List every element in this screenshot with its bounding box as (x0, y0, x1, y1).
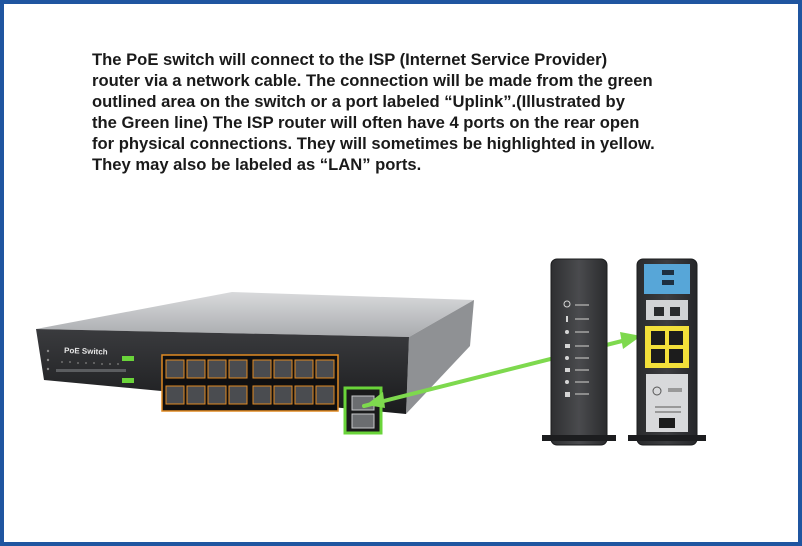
caption-line: The PoE switch will connect to the ISP (… (92, 50, 608, 69)
switch-top-surface (36, 292, 474, 337)
ethernet-port (186, 359, 206, 379)
ethernet-port (228, 359, 248, 379)
ethernet-port (252, 385, 272, 405)
caption-line: for physical connections. They will some… (92, 134, 655, 153)
router-front-indicator-dashes (575, 304, 589, 395)
ethernet-port (207, 359, 227, 379)
isp-router-front (542, 258, 616, 446)
internet-icon (565, 330, 569, 334)
battery-icon (565, 392, 570, 397)
phone-port (670, 307, 680, 316)
link-indicator (122, 378, 134, 383)
ethernet-port (252, 359, 272, 379)
uplink-port (351, 413, 375, 429)
power-icon (563, 300, 571, 308)
ethernet-port (294, 359, 314, 379)
ethernet-port (207, 385, 227, 405)
caption-line: the Green line) The ISP router will ofte… (92, 113, 640, 132)
poe-switch: PoE Switch (36, 292, 474, 435)
reset-label-mark (668, 388, 682, 392)
arrowhead-right (620, 332, 641, 349)
wps-icon (565, 380, 569, 384)
switch-front-strip (56, 369, 126, 372)
usb-port (662, 280, 674, 285)
ethernet-port (228, 385, 248, 405)
lan-port (651, 331, 665, 345)
ethernet-port (273, 359, 293, 379)
ethernet-port (186, 385, 206, 405)
router-front-stand (542, 435, 616, 441)
reset-button-icon (652, 386, 662, 396)
usb-icon (565, 356, 569, 360)
dsl-icon (566, 316, 568, 322)
ethernet-port (165, 385, 185, 405)
caption-line: They may also be labeled as “LAN” ports. (92, 155, 422, 174)
wireless-icon (565, 368, 570, 372)
ethernet-icon (565, 344, 570, 348)
router-front-body (550, 258, 608, 446)
usb-port (662, 270, 674, 275)
phone-port-panel (646, 300, 688, 320)
lan-port (651, 349, 665, 363)
lan-port (669, 349, 683, 363)
caption-line: router via a network cable. The connecti… (92, 71, 653, 90)
ethernet-port (315, 359, 335, 379)
power-indicator (122, 356, 134, 361)
ethernet-port (273, 385, 293, 405)
usb-port-band (644, 264, 690, 294)
rating-label-mark (655, 406, 681, 408)
arrowhead-left (366, 392, 385, 408)
isp-router-back (628, 258, 706, 446)
power-jack (659, 418, 675, 428)
ethernet-port (165, 359, 185, 379)
lan-port (669, 331, 683, 345)
phone-port (654, 307, 664, 316)
uplink-port-area (343, 386, 383, 435)
ethernet-port (294, 385, 314, 405)
ethernet-port (315, 385, 335, 405)
explanation-text: The PoE switch will connect to the ISP (… (92, 49, 742, 175)
router-back-stand (628, 435, 706, 441)
caption-line: outlined area on the switch or a port la… (92, 92, 625, 111)
switch-status-leds (46, 349, 119, 371)
switch-side-panel (406, 300, 474, 414)
switch-brand-label: PoE Switch (64, 346, 108, 357)
poe-port-group (161, 354, 339, 412)
network-diagram: PoE Switch (36, 258, 706, 446)
rating-label-mark (655, 411, 681, 413)
